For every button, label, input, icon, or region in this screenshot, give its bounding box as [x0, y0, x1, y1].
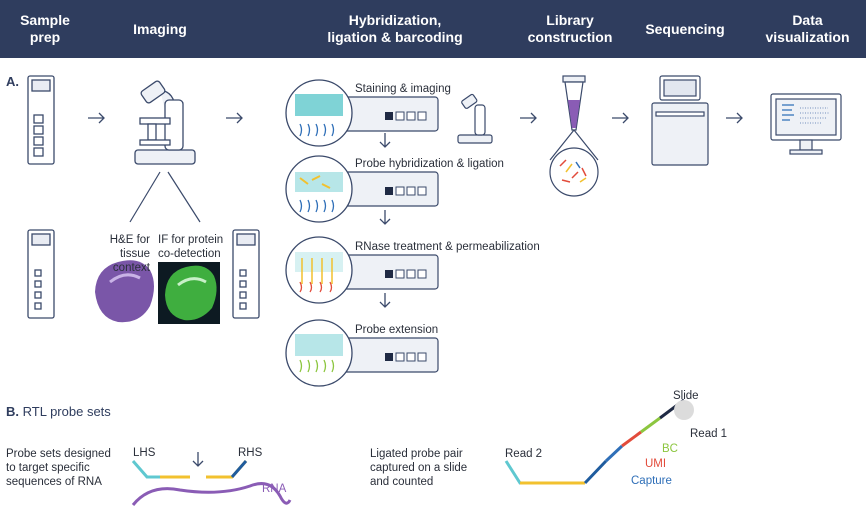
workflow-header [0, 0, 866, 58]
step-hybridization-label: Probe hybridization & ligation [355, 158, 504, 170]
slide-icon [27, 75, 55, 165]
slide-icon [232, 229, 260, 319]
rtl-probe-diagram [131, 460, 292, 506]
section-a-label: A. [6, 74, 19, 89]
lhs-label: LHS [133, 447, 156, 459]
process-panel-rnase [285, 236, 439, 304]
slide-label: Slide [673, 390, 699, 402]
slide-icon [27, 229, 55, 319]
header-step-sequencing: Sequencing [645, 20, 725, 37]
step-extension-label: Probe extension [355, 324, 439, 336]
capture-label: Capture [631, 475, 672, 487]
header-step-imaging: Imaging [133, 20, 187, 37]
microscope-icon [134, 80, 196, 165]
process-panel-hybridization [285, 155, 439, 223]
ligated-probe-diagram [504, 398, 694, 485]
zoom-lines [129, 171, 201, 223]
read1-label: Read 1 [690, 428, 728, 440]
he-tissue-image [95, 260, 154, 323]
rna-label: RNA [262, 483, 287, 495]
bc-label: BC [662, 443, 678, 455]
section-b-title: B. RTL probe sets [6, 404, 111, 419]
step-rnase-label: RNase treatment & permeabilization [355, 241, 540, 253]
library-tube-icon [549, 75, 599, 197]
read2-label: Read 2 [505, 448, 543, 460]
monitor-icon [770, 93, 842, 155]
umi-label: UMI [645, 458, 667, 470]
rhs-label: RHS [238, 447, 263, 459]
step-staining-label: Staining & imaging [355, 83, 451, 95]
arrow-icons [88, 112, 743, 467]
small-microscope-icon [457, 93, 493, 144]
header-step-hybridization: Hybridization,ligation & barcoding [327, 12, 463, 45]
process-panel-staining [285, 79, 439, 147]
sequencer-icon [651, 75, 709, 166]
if-tissue-image [158, 262, 220, 324]
process-panel-extension [285, 319, 439, 387]
